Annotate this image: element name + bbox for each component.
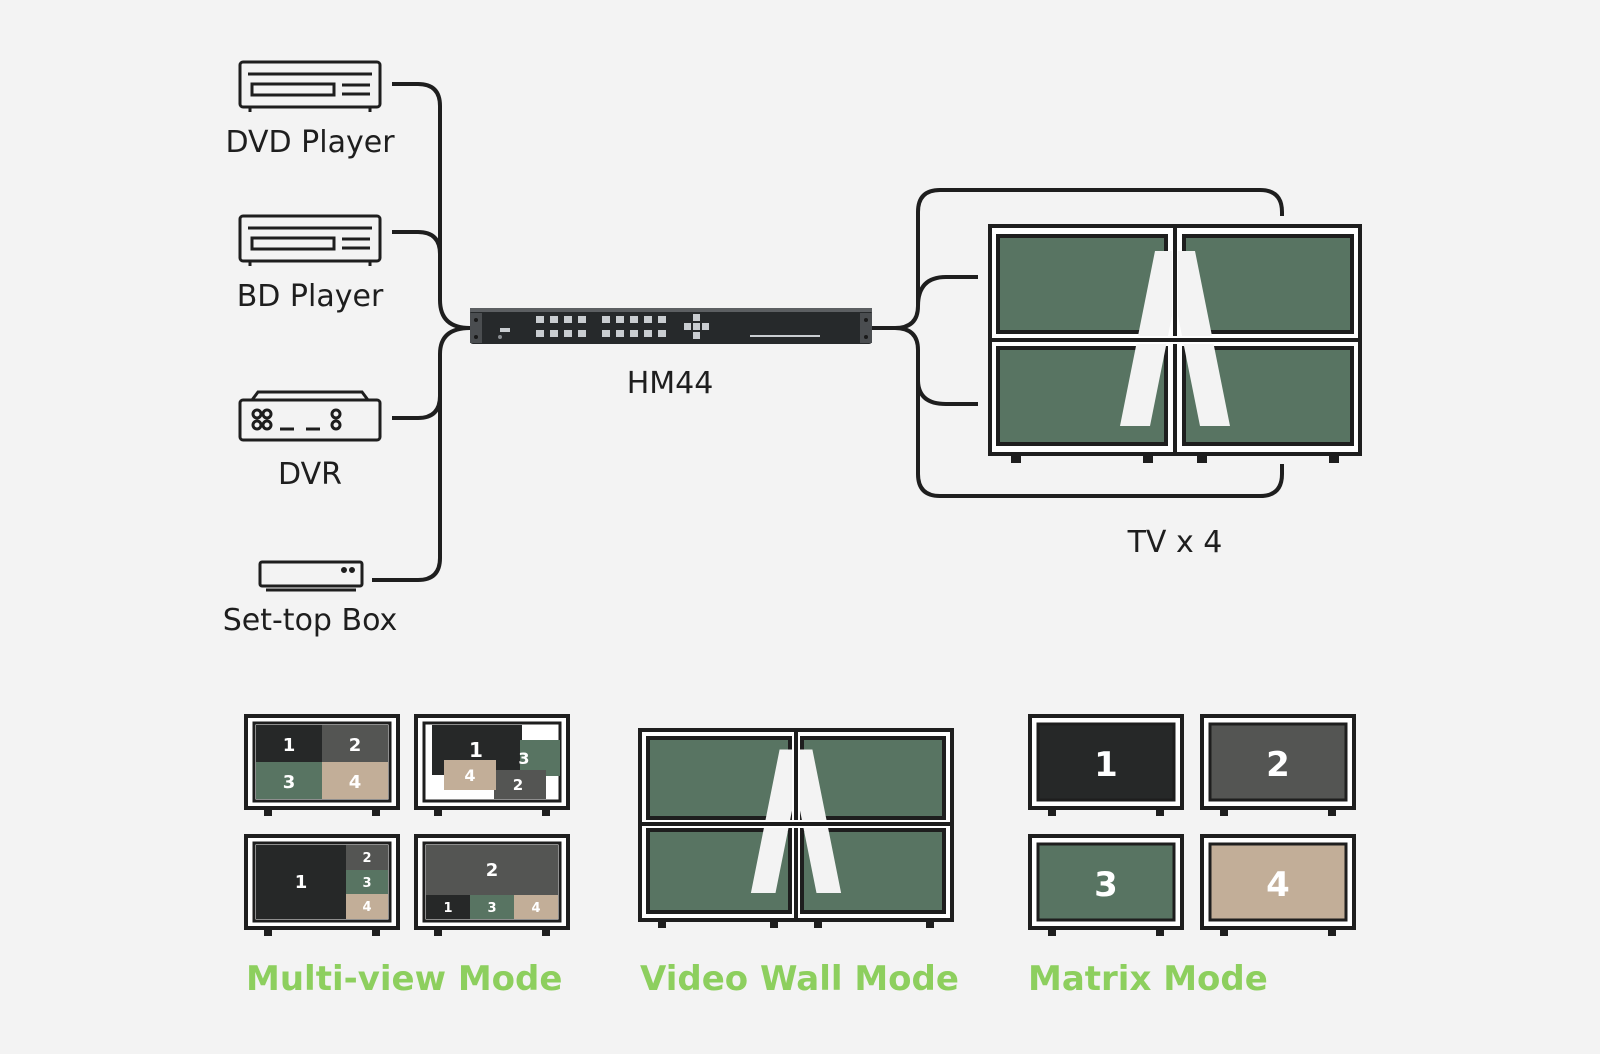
cable-output-trunk [872,188,1284,330]
cable-bd [392,230,442,300]
multiview-stack-cell-2: 2 [362,851,371,866]
output-cables [872,188,1284,498]
multiview-bottom-cell-3: 3 [487,901,496,916]
matrix-tv-4: 4 [1200,834,1356,936]
multiview-tv-main-right-stack: 1 2 3 4 [244,834,400,936]
video-wall-mode-group: Video Wall Mode [638,728,959,999]
matrix-tv-2: 2 [1200,714,1356,816]
cable-dvd [392,82,471,330]
multiview-quad-cell-2: 2 [349,735,362,756]
multiview-bottom-cell-1: 1 [443,901,452,916]
cable-dvr [392,326,471,420]
switcher-label: HM44 [627,366,714,401]
multiview-overlap-cell-1: 1 [469,738,483,762]
multiview-overlap-cell-4: 4 [464,766,475,785]
input-label-dvd: DVD Player [225,125,395,160]
multiview-stack-main-1: 1 [295,872,308,893]
output-label: TV x 4 [1127,525,1223,560]
matrix-screen-3: 3 [1094,865,1118,905]
multiview-stack-cell-3: 3 [362,876,371,891]
input-cables [372,82,471,582]
multi-view-mode-group: 1 2 3 4 1 3 4 2 1 [244,714,570,999]
multiview-quad-cell-1: 1 [283,735,296,756]
matrix-tv-1: 1 [1028,714,1184,816]
multiview-bottom-main-2: 2 [486,860,499,881]
mode-label-multi-view: Multi-view Mode [246,959,562,999]
multiview-tv-quad: 1 2 3 4 [244,714,400,816]
mode-label-video-wall: Video Wall Mode [640,959,959,999]
multiview-tv-main-bottom-row: 2 1 3 4 [414,834,570,936]
cable-set-top-box [372,396,442,582]
bd-player-icon [238,214,382,266]
hdmi-matrix-switcher-icon [470,308,872,344]
matrix-screen-4: 4 [1266,865,1290,905]
matrix-screen-2: 2 [1266,745,1290,785]
cable-output-4 [916,380,1284,498]
dvr-icon [238,390,382,442]
multiview-overlap-cell-3: 3 [518,749,529,768]
multiview-overlap-cell-2: 2 [513,776,523,794]
input-label-bd: BD Player [237,279,384,314]
matrix-screen-1: 1 [1094,745,1118,785]
multiview-quad-cell-4: 4 [349,772,362,793]
multiview-stack-cell-4: 4 [362,900,371,915]
cable-output-3 [894,326,978,406]
input-label-set-top-box: Set-top Box [223,603,398,638]
matrix-tv-3: 3 [1028,834,1184,936]
multiview-tv-overlap: 1 3 4 2 [414,714,570,816]
tv-wall-icon [988,224,1362,463]
cable-output-2 [916,275,978,307]
multiview-bottom-cell-4: 4 [531,901,540,916]
dvd-player-icon [238,60,382,112]
matrix-mode-group: 1 2 3 4 Matrix Mode [1028,714,1356,999]
input-label-dvr: DVR [278,457,342,492]
set-top-box-icon [258,560,364,592]
multiview-quad-cell-3: 3 [283,772,296,793]
mode-label-matrix: Matrix Mode [1028,959,1268,999]
